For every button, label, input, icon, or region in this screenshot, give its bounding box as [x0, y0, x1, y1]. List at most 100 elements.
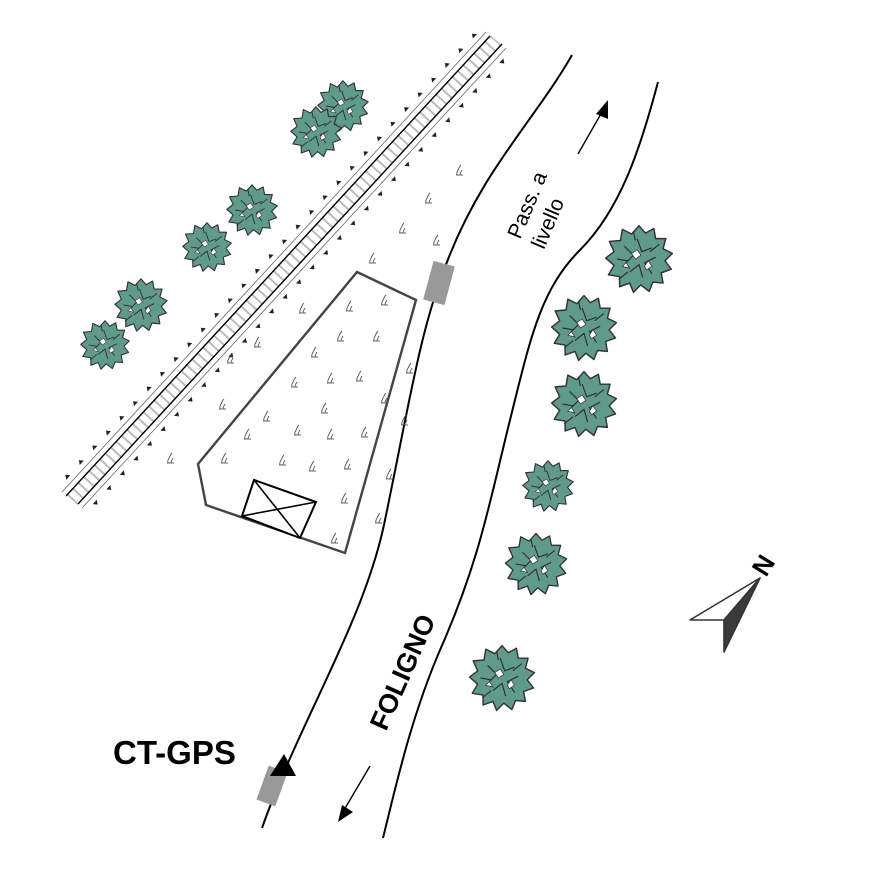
embankment-tick: [431, 77, 437, 83]
embankment-tick: [471, 33, 477, 39]
embankment-tick: [323, 249, 329, 255]
grass-tuft-icon: [345, 300, 354, 312]
grass-tuft-icon: [343, 458, 352, 470]
embankment-tick: [390, 176, 396, 182]
tree-icon: [604, 224, 674, 294]
embankment-tick: [336, 180, 342, 186]
grass-tuft-icon: [336, 330, 345, 342]
level-crossing-gate: [423, 260, 455, 306]
embankment-tick: [268, 254, 274, 260]
embankment-tick: [458, 48, 464, 54]
direction-arrow-south: [338, 765, 371, 822]
road: [261, 54, 659, 839]
embankment-tick: [187, 342, 193, 348]
trees-east: [468, 224, 674, 712]
grass-tuft-icon: [380, 294, 389, 306]
embankment-tick: [92, 499, 98, 505]
grass-tuft-icon: [355, 370, 364, 382]
embankment-tick: [485, 73, 491, 79]
grass-tuft-icon: [253, 336, 262, 348]
embankment-tick: [78, 460, 84, 466]
embankment-tick: [92, 445, 98, 451]
grass-tuft-icon: [330, 532, 339, 544]
embankment-tick: [282, 239, 288, 245]
grass-tuft-icon: [326, 428, 335, 440]
embankment-tick: [241, 337, 247, 343]
embankment-tick: [119, 470, 125, 476]
embankment-tick: [201, 382, 207, 387]
embankment-tick: [390, 121, 396, 127]
north-label: N: [746, 549, 781, 581]
tree-icon: [114, 278, 168, 332]
embankment-tick: [309, 264, 315, 270]
embankment-tick: [119, 415, 125, 421]
embankment-tick: [146, 386, 152, 392]
grass-tuft-icon: [374, 512, 383, 524]
grass-tuft-icon: [310, 346, 319, 358]
station-triangle-icon: [270, 754, 296, 776]
grass-tuft-icon: [320, 402, 329, 414]
grass-tuft-icon: [326, 372, 335, 384]
embankment-tick: [173, 357, 179, 363]
embankment-tick: [65, 474, 71, 480]
grass-tuft-icon: [278, 454, 287, 466]
embankment-tick: [241, 283, 247, 289]
embankment-tick: [174, 411, 179, 417]
embankment-tick: [404, 107, 410, 113]
grass-tuft-icon: [166, 452, 175, 464]
embankment-tick: [418, 146, 423, 152]
tree-icon: [80, 320, 130, 370]
grass-tuft-icon: [340, 492, 349, 504]
embankment-tick: [350, 220, 356, 226]
tree-icon: [226, 184, 278, 236]
grass-tuft-icon: [385, 468, 394, 480]
grass-tuft-icon: [455, 164, 464, 176]
embankment-tick: [377, 136, 383, 142]
trees-west: [80, 80, 369, 370]
level-crossing-label: Pass. a livello: [503, 168, 569, 252]
embankment-tick: [214, 367, 220, 373]
road-edge-left: [261, 54, 573, 829]
embankment-tick: [106, 484, 112, 490]
embankment-tick: [133, 455, 139, 461]
grass-tuft-icon: [226, 352, 235, 364]
tree-icon: [550, 370, 618, 438]
north-arrow-icon: N: [689, 549, 781, 653]
embankment-tick: [105, 430, 111, 436]
tree-icon: [182, 222, 232, 272]
embankment-tick: [431, 132, 437, 137]
embankment-tick: [255, 323, 261, 329]
embankment-tick: [295, 224, 301, 230]
embankment-tick: [160, 371, 166, 377]
embankment-tick: [499, 58, 505, 64]
grass-tuft-icon: [398, 222, 407, 234]
embankment-tick: [255, 268, 261, 274]
embankment-tick: [268, 308, 274, 314]
grass-tuft-icon: [308, 460, 317, 472]
embankment-tick: [444, 63, 450, 68]
embankment-tick: [349, 165, 355, 171]
embankment-tick: [309, 210, 315, 216]
grass-tuft-icon: [220, 452, 229, 464]
embankment-marks: [65, 33, 505, 505]
embankment-tick: [472, 87, 478, 93]
embankment-tick: [417, 92, 423, 98]
embankment-tick: [458, 102, 464, 108]
town-label: FOLIGNO: [364, 610, 441, 735]
tree-icon: [504, 532, 568, 596]
grass-tuft-icon: [290, 376, 299, 388]
grass-tuft-icon: [368, 252, 377, 264]
embankment-tick: [187, 396, 193, 402]
grass-tuft-icon: [432, 234, 441, 246]
embankment-tick: [445, 117, 451, 123]
grass-tuft-icon: [262, 410, 271, 422]
grass-tuft-icon: [372, 330, 381, 342]
building-cross-icon: [240, 478, 318, 540]
embankment-tick: [133, 401, 139, 407]
embankment-tick: [200, 327, 206, 333]
embankment-tick: [296, 279, 301, 285]
embankment-tick: [160, 426, 166, 432]
embankment-tick: [377, 190, 383, 196]
tree-icon: [550, 294, 618, 362]
grass-tuft-icon: [360, 426, 369, 438]
